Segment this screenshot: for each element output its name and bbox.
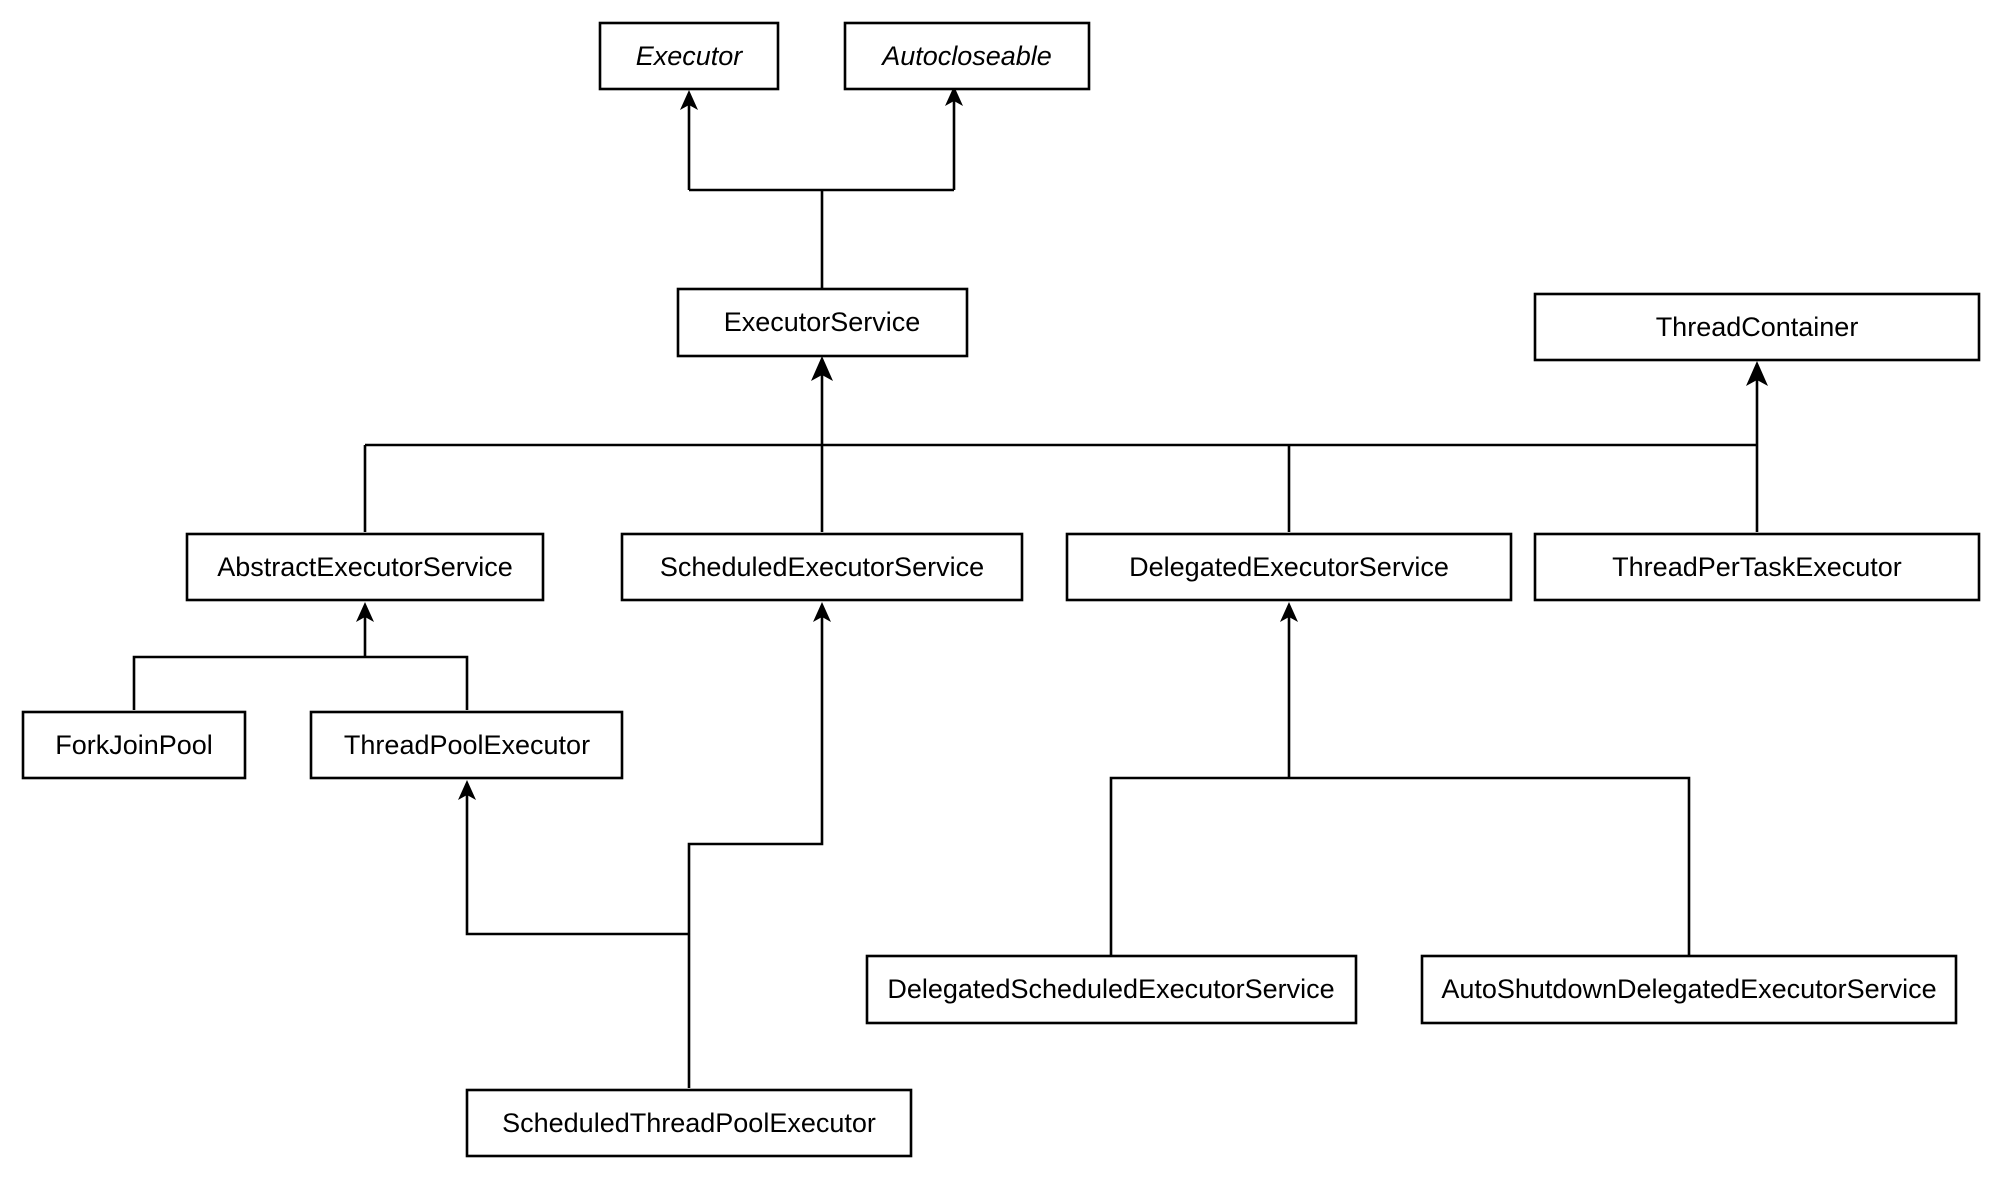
class-label-threadpertaskexecutor: ThreadPerTaskExecutor	[1612, 552, 1902, 582]
class-label-threadpoolexecutor: ThreadPoolExecutor	[344, 730, 590, 760]
class-label-executor: Executor	[636, 41, 744, 71]
class-label-scheduledthreadpoolexecutor: ScheduledThreadPoolExecutor	[502, 1108, 876, 1138]
arrowhead-abstractexecutorservice	[356, 602, 374, 622]
arrowhead-autocloseable	[945, 86, 963, 106]
class-label-threadcontainer: ThreadContainer	[1656, 312, 1859, 342]
class-box-threadpertaskexecutor: ThreadPerTaskExecutor	[1533, 532, 1981, 602]
class-label-delegatedscheduledexecutorservice: DelegatedScheduledExecutorService	[887, 974, 1334, 1004]
class-box-executor: Executor	[598, 21, 780, 91]
arrowhead-threadcontainer	[1746, 361, 1768, 386]
class-box-threadcontainer: ThreadContainer	[1533, 292, 1981, 362]
arrowhead-executor	[680, 90, 698, 110]
edge-delegated-subclasses	[1109, 612, 1691, 955]
class-box-executorservice: ExecutorService	[676, 287, 969, 358]
class-box-scheduledexecutorservice: ScheduledExecutorService	[620, 532, 1024, 602]
class-label-executorservice: ExecutorService	[724, 307, 921, 337]
class-box-delegatedexecutorservice: DelegatedExecutorService	[1065, 532, 1513, 602]
class-box-autoshutdowndelegatedexecutorservice: AutoShutdownDelegatedExecutorService	[1420, 954, 1958, 1025]
connectors	[132, 96, 1759, 1088]
class-label-scheduledexecutorservice: ScheduledExecutorService	[660, 552, 984, 582]
class-box-autocloseable: Autocloseable	[843, 21, 1091, 91]
class-box-forkjoinpool: ForkJoinPool	[21, 710, 247, 780]
arrowhead-delegatedexecutorservice	[1280, 602, 1298, 622]
class-label-delegatedexecutorservice: DelegatedExecutorService	[1129, 552, 1449, 582]
class-label-abstractexecutorservice: AbstractExecutorService	[217, 552, 513, 582]
class-label-autocloseable: Autocloseable	[880, 41, 1052, 71]
arrowheads	[356, 86, 1768, 800]
class-label-autoshutdowndelegatedexecutorservice: AutoShutdownDelegatedExecutorService	[1441, 974, 1936, 1004]
edge-executorservice-to-interfaces	[687, 96, 956, 288]
arrowhead-executorservice	[811, 356, 833, 381]
class-box-delegatedscheduledexecutorservice: DelegatedScheduledExecutorService	[865, 954, 1358, 1025]
arrowhead-scheduledexecutorservice	[813, 602, 831, 622]
class-box-scheduledthreadpoolexecutor: ScheduledThreadPoolExecutor	[465, 1088, 913, 1158]
edge-pools-to-abstract	[132, 612, 469, 710]
class-label-forkjoinpool: ForkJoinPool	[55, 730, 213, 760]
edge-scheduledpool-to-parents	[465, 612, 824, 1088]
arrowhead-threadpoolexecutor	[458, 780, 476, 800]
class-box-abstractexecutorservice: AbstractExecutorService	[185, 532, 545, 602]
class-box-threadpoolexecutor: ThreadPoolExecutor	[309, 710, 624, 780]
